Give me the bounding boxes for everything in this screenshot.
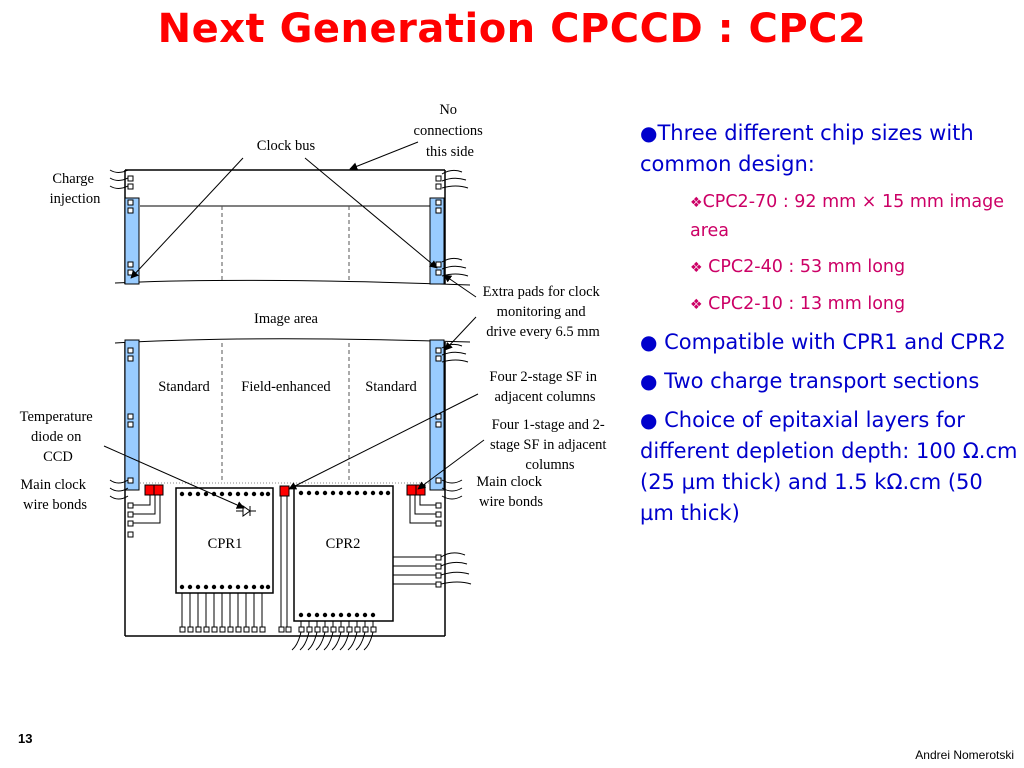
slide-title: Next Generation CPCCD : CPC2 (157, 6, 867, 52)
filled-circle-bullet-icon: ● (640, 121, 658, 145)
label-temperature-diode: Temperature diode on CCD (20, 409, 97, 465)
label-main-clock-right: Main clock wire bonds (476, 474, 545, 510)
diamond-bullet-icon: ❖ (690, 260, 703, 276)
diamond-bullet-icon: ❖ (690, 195, 703, 211)
filled-circle-bullet-icon: ● (640, 330, 658, 354)
sub-bullet-item: ❖CPC2-70 : 92 mm × 15 mm image area (690, 192, 1005, 241)
label-no-connections: No connections this side (414, 102, 487, 160)
sub-bullet-item: ❖ CPC2-40 : 53 mm long (690, 257, 906, 277)
label-standard-left: Standard (158, 379, 210, 395)
cpc2-layout-diagram: No connections this side Clock bus Charg… (20, 102, 610, 651)
slide-number: 13 (18, 731, 33, 746)
label-field-enhanced: Field-enhanced (241, 379, 331, 395)
ccd-lower-section (109, 338, 472, 637)
bullet-item: ● Compatible with CPR1 and CPR2 (640, 330, 1006, 354)
bullet-item: ● Choice of epitaxial layers for differe… (640, 408, 1018, 525)
filled-circle-bullet-icon: ● (640, 369, 658, 393)
label-four-1stage-sf: Four 1-stage and 2- stage SF in adjacent… (490, 417, 610, 473)
label-cpr2: CPR2 (326, 536, 361, 552)
label-charge-injection: Charge injection (50, 171, 101, 207)
label-four-2stage-sf: Four 2-stage SF in adjacent columns (489, 369, 600, 405)
sub-bullet-item: ❖ CPC2-10 : 13 mm long (690, 294, 906, 314)
label-extra-pads: Extra pads for clock monitoring and driv… (483, 284, 604, 340)
label-cpr1: CPR1 (208, 536, 243, 552)
author-name: Andrei Nomerotski (915, 748, 1014, 762)
label-standard-right: Standard (365, 379, 417, 395)
ccd-upper-section (109, 169, 471, 286)
cpr2-chip (293, 485, 394, 627)
label-image-area: Image area (254, 311, 319, 327)
diode-icon (236, 505, 256, 517)
label-clock-bus: Clock bus (257, 138, 316, 154)
bullet-item: ●Three different chip sizes with common … (640, 121, 974, 176)
cpr1-chip (175, 487, 274, 627)
label-main-clock-left: Main clock wire bonds (20, 477, 89, 513)
bullet-item: ● Two charge transport sections (640, 369, 980, 393)
bullet-list: ●Three different chip sizes with common … (640, 118, 1018, 537)
diamond-bullet-icon: ❖ (690, 297, 703, 313)
filled-circle-bullet-icon: ● (640, 408, 658, 432)
bottom-pad-row (179, 626, 377, 633)
